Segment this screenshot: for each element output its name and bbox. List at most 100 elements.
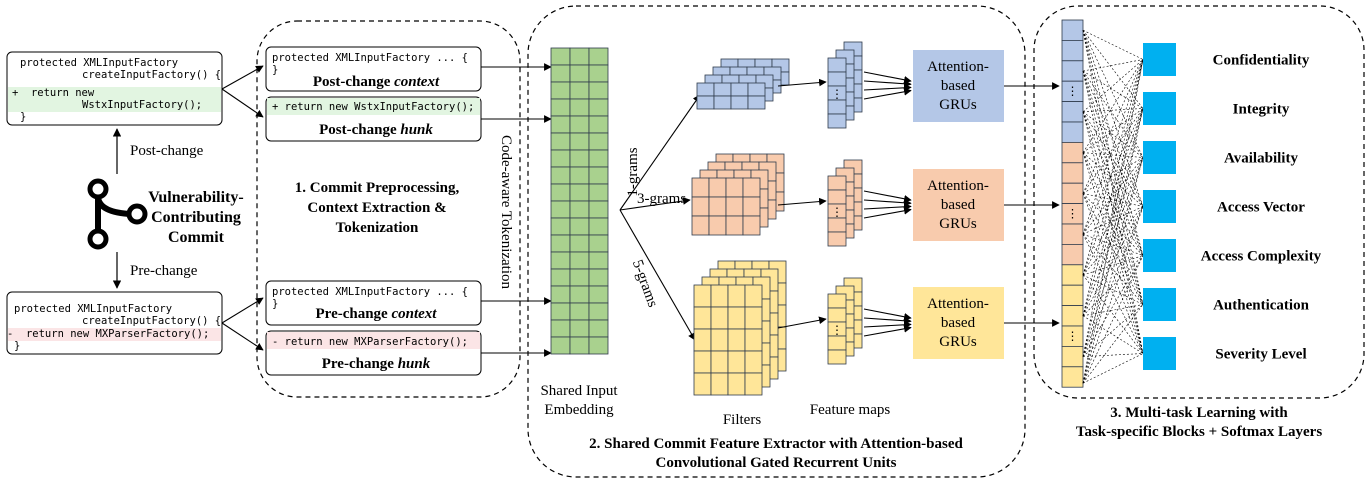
- grid-cell: [742, 215, 761, 236]
- dense-link: [1082, 70, 1144, 305]
- code-line: }: [272, 298, 278, 310]
- grid-cell: [588, 251, 609, 270]
- ellipsis-dots: ⋮: [1067, 84, 1079, 98]
- grid-cell: [550, 149, 571, 168]
- dense-link: [1082, 233, 1144, 256]
- ellipsis-dots: ⋮: [1067, 207, 1079, 221]
- grid-cell: [588, 200, 609, 219]
- grid-cell: [710, 372, 729, 396]
- grid-cell: [727, 284, 746, 308]
- post-change-code-box: protected XMLInputFactory createInputFac…: [6, 51, 223, 126]
- commit-label-line: Contributing: [151, 209, 241, 226]
- tokenization-label: Code-aware Tokenization: [498, 135, 514, 290]
- extractor-title-line: 2. Shared Commit Feature Extractor with …: [589, 436, 963, 452]
- multitask-frame: [1033, 5, 1365, 399]
- task-label: Severity Level: [1215, 347, 1306, 363]
- grid-cell: [550, 81, 571, 100]
- arrow: [863, 83, 912, 92]
- grid-cell: [727, 350, 746, 374]
- task-block: [1143, 141, 1176, 174]
- embedding-label-line: Shared Input: [540, 383, 618, 399]
- grid-cell: [725, 196, 744, 217]
- grid-cell: [744, 328, 763, 352]
- ellipsis-dots: ⋮: [1067, 329, 1079, 343]
- task-label: Authentication: [1213, 298, 1309, 314]
- grid-cell: [550, 132, 571, 151]
- post-change-label: Post-change: [130, 143, 204, 159]
- dense-link: [1082, 108, 1144, 153]
- task-block: [1143, 92, 1176, 125]
- dense-link: [1082, 108, 1144, 194]
- code-line: protected XMLInputFactory ... {: [272, 52, 468, 64]
- git-branch-icon: [87, 178, 148, 250]
- task-label: Access Vector: [1217, 200, 1305, 216]
- grid-cell: [569, 302, 590, 321]
- code-line: }: [14, 340, 20, 352]
- dense-link: [1082, 206, 1144, 384]
- grid-cell: [588, 217, 609, 236]
- dense-link: [1082, 152, 1144, 354]
- grid-cell: [588, 234, 609, 253]
- svg-text:Attention-: Attention-: [927, 178, 989, 194]
- grid-cell: [742, 177, 761, 198]
- arrow: [863, 308, 912, 321]
- arrow: [777, 197, 827, 206]
- filters-group: [691, 58, 790, 396]
- svg-text:Attention-: Attention-: [927, 59, 989, 75]
- grid-cell: [569, 285, 590, 304]
- grid-cell: [588, 64, 609, 83]
- arrow: [863, 206, 912, 219]
- arrow: [863, 190, 912, 203]
- dense-link: [1082, 111, 1144, 256]
- grid-cell: [744, 372, 763, 396]
- dense-link: [1082, 111, 1144, 305]
- grid-cell: [569, 115, 590, 134]
- pre-change-code-box: protected XMLInputFactory createInputFac…: [6, 291, 223, 355]
- grid-cell: [730, 95, 749, 110]
- grid-cell: [713, 95, 732, 110]
- ellipsis-dots: ⋮: [831, 205, 843, 219]
- task-blocks: ConfidentialityIntegrityAvailabilityAcce…: [1143, 43, 1322, 370]
- grid-cell: [742, 196, 761, 217]
- grid-cell: [691, 196, 710, 217]
- code-line: }: [20, 111, 26, 123]
- dense-link: [1082, 59, 1144, 153]
- grid-cell: [827, 349, 847, 365]
- multitask-title-line: Task-specific Blocks + Softmax Layers: [1076, 424, 1322, 440]
- grid-cell: [588, 115, 609, 134]
- grid-cell: [569, 166, 590, 185]
- grid-cell: [730, 82, 749, 97]
- grid-cell: [588, 47, 609, 66]
- feature-map-2: ⋮: [827, 293, 847, 365]
- vector-cell: [1061, 366, 1084, 388]
- grid-cell: [827, 99, 847, 115]
- dense-link: [1082, 206, 1144, 235]
- dense-connections: [1082, 29, 1144, 384]
- grid-cell: [827, 307, 847, 323]
- dense-link: [1082, 29, 1144, 60]
- preprocessing-title-line: Context Extraction &: [307, 200, 446, 216]
- grid-cell: [744, 350, 763, 374]
- grid-cell: [827, 335, 847, 351]
- grid-cell: [691, 177, 710, 198]
- dense-link: [1082, 108, 1144, 357]
- code-line: createInputFactory() {: [82, 69, 221, 81]
- dense-link: [1082, 111, 1144, 354]
- ngram-label-5: 5-grams: [629, 258, 661, 310]
- post-context-box: protected XMLInputFactory ... { } Post-c…: [265, 46, 482, 92]
- grid-cell: [747, 82, 766, 97]
- dense-link: [1082, 152, 1144, 158]
- grid-cell: [747, 95, 766, 110]
- grid-cell: [550, 64, 571, 83]
- task-block: [1143, 288, 1176, 321]
- grid-cell: [569, 47, 590, 66]
- dense-link: [1082, 152, 1144, 305]
- dense-link: [1082, 30, 1144, 109]
- grid-cell: [827, 293, 847, 309]
- feature-maps-label: Feature maps: [810, 402, 891, 418]
- removed-line-highlight: [8, 328, 221, 341]
- pre-hunk-box: - return new MXParserFactory(); Pre-chan…: [265, 330, 482, 376]
- arrow: [863, 202, 912, 211]
- dense-link: [1082, 304, 1144, 357]
- dense-link: [1082, 255, 1144, 384]
